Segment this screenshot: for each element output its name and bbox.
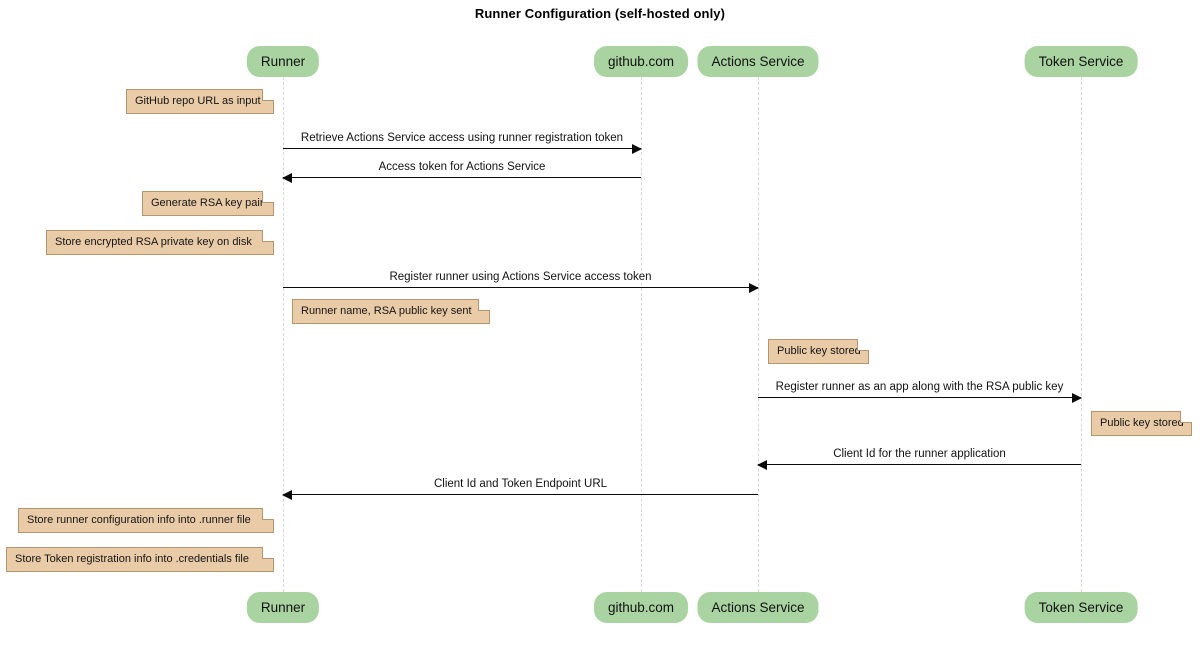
page-title: Runner Configuration (self-hosted only) <box>474 6 726 21</box>
lifeline-github <box>641 77 642 592</box>
note-fold-corner-icon <box>1180 411 1192 423</box>
message-label-3: Register runner using Actions Service ac… <box>386 271 655 283</box>
arrowhead-left-icon <box>282 173 292 183</box>
note-fold-corner-icon <box>857 339 869 351</box>
note-3: Store encrypted RSA private key on disk <box>46 230 274 255</box>
note-fold-corner-icon <box>262 89 274 101</box>
note-text: Runner name, RSA public key sent <box>301 305 472 317</box>
participant-actions-bottom[interactable]: Actions Service <box>697 592 819 623</box>
arrowhead-left-icon <box>282 490 292 500</box>
note-2: Generate RSA key pair <box>142 191 274 216</box>
note-fold-corner-icon <box>262 547 274 559</box>
note-text: Store encrypted RSA private key on disk <box>55 236 252 248</box>
message-label-4: Register runner as an app along with the… <box>772 381 1067 393</box>
arrowhead-left-icon <box>757 460 767 470</box>
message-arrow-6 <box>282 490 758 500</box>
message-label-1: Retrieve Actions Service access using ru… <box>297 132 627 144</box>
note-fold-corner-icon <box>262 508 274 520</box>
participant-runner-bottom[interactable]: Runner <box>246 592 320 623</box>
message-arrow-3 <box>283 283 759 293</box>
participant-token-top[interactable]: Token Service <box>1024 46 1138 77</box>
participant-token-bottom[interactable]: Token Service <box>1024 592 1138 623</box>
message-arrow-4 <box>758 393 1082 403</box>
message-label-2: Access token for Actions Service <box>375 161 549 173</box>
participant-github-bottom[interactable]: github.com <box>593 592 689 623</box>
note-4: Runner name, RSA public key sent <box>292 299 490 324</box>
note-8: Store Token registration info into .cred… <box>6 547 274 572</box>
note-text: Generate RSA key pair <box>151 197 264 209</box>
arrowhead-right-icon <box>632 144 642 154</box>
message-label-5: Client Id for the runner application <box>830 448 1009 460</box>
note-fold-corner-icon <box>478 299 490 311</box>
note-text: GitHub repo URL as input <box>135 95 261 107</box>
note-text: Public key stored <box>1100 417 1184 429</box>
note-text: Store runner configuration info into .ru… <box>27 514 251 526</box>
lifeline-actions <box>758 77 759 592</box>
participant-actions-top[interactable]: Actions Service <box>697 46 819 77</box>
note-5: Public key stored <box>768 339 869 364</box>
message-arrow-1 <box>283 144 642 154</box>
note-fold-corner-icon <box>262 191 274 203</box>
note-text: Store Token registration info into .cred… <box>15 553 249 565</box>
note-text: Public key stored <box>777 345 861 357</box>
note-6: Public key stored <box>1091 411 1192 436</box>
message-arrow-2 <box>282 173 641 183</box>
arrowhead-right-icon <box>1072 393 1082 403</box>
note-fold-corner-icon <box>262 230 274 242</box>
arrowhead-right-icon <box>749 283 759 293</box>
message-label-6: Client Id and Token Endpoint URL <box>430 478 611 490</box>
participant-runner-top[interactable]: Runner <box>246 46 320 77</box>
participant-github-top[interactable]: github.com <box>593 46 689 77</box>
note-1: GitHub repo URL as input <box>126 89 274 114</box>
message-arrow-5 <box>757 460 1081 470</box>
lifeline-runner <box>283 77 284 592</box>
lifeline-token <box>1081 77 1082 592</box>
note-7: Store runner configuration info into .ru… <box>18 508 274 533</box>
